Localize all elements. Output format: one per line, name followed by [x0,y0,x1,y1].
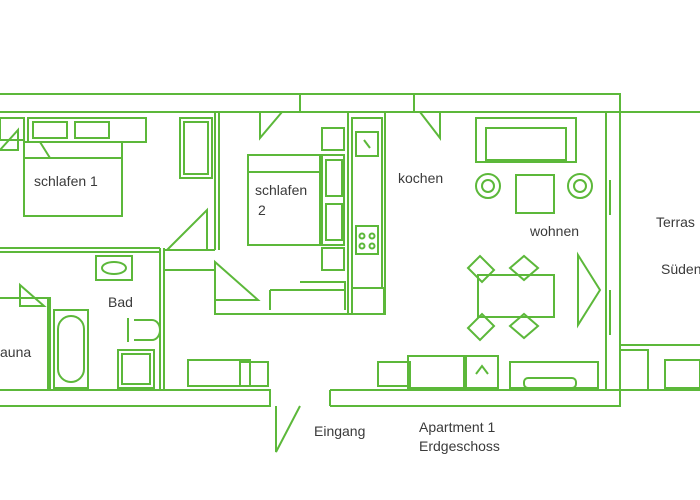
bathroom-fixtures [53,255,269,389]
room-label-wohnen: wohnen [530,223,580,239]
living-room-furniture [377,117,599,389]
room-label-kochen: kochen [398,170,444,186]
interior-walls [0,112,386,390]
schlafen-2-furniture [247,127,346,310]
entrance-label: Eingang [314,423,366,439]
room-label-schlafen-2-number: 2 [258,202,266,218]
room-label-terrasse: Terras [656,214,695,230]
room-label-sauna: auna [0,344,32,360]
room-label-sueden: Süden [661,261,700,277]
exterior-walls [0,93,700,407]
door-swings [0,111,611,453]
terrace-furniture [620,349,700,390]
kitchen-counter [351,117,385,315]
room-label-schlafen-1: schlafen 1 [34,173,98,189]
apartment-label: Apartment 1 [419,419,496,435]
floor-label: Erdgeschoss [419,438,500,454]
schlafen-1-furniture [0,117,213,217]
room-label-bad: Bad [108,294,133,310]
room-label-schlafen-2: schlafen [255,182,308,198]
